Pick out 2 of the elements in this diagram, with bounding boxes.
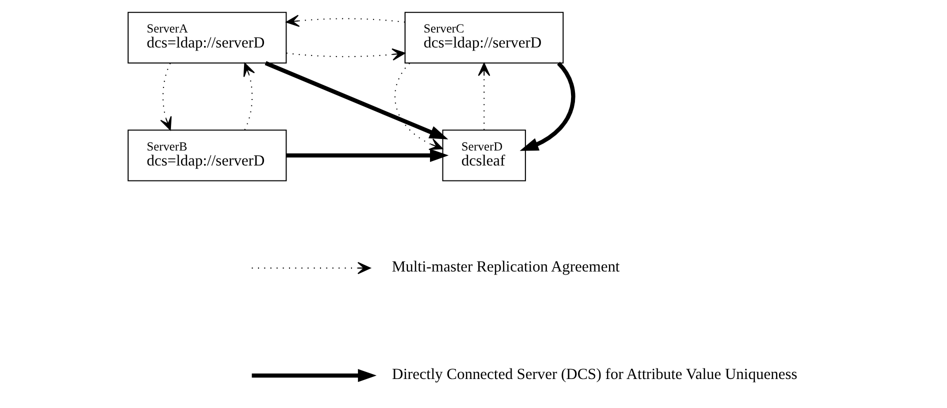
legend-label: Directly Connected Server (DCS) for Attribute Value Uniqueness xyxy=(392,366,798,384)
legend-label: Multi-master Replication Agreement xyxy=(392,258,620,276)
